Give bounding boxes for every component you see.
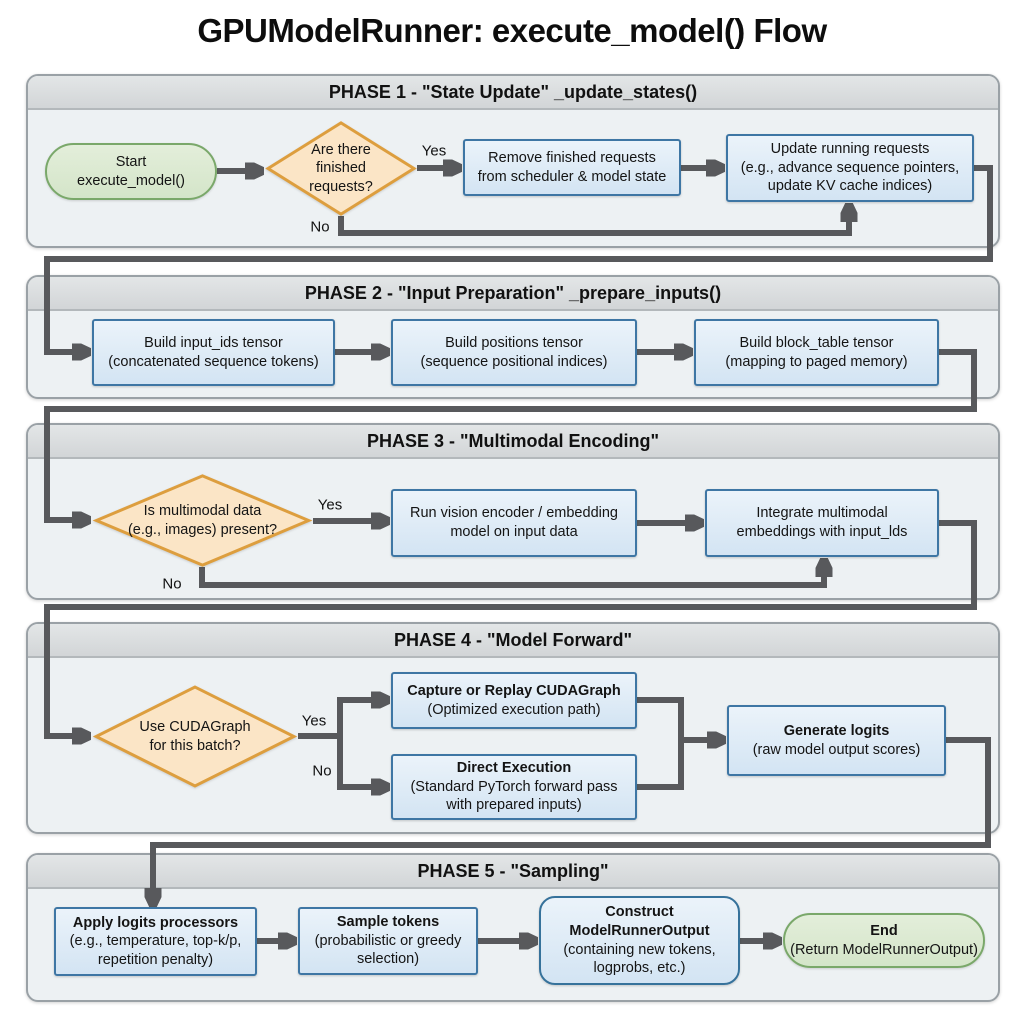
phase-5-header: PHASE 5 - "Sampling": [28, 855, 998, 889]
page-title: GPUModelRunner: execute_model() Flow: [197, 12, 827, 49]
multimodal-decision: Is multimodal data (e.g., images) presen…: [92, 474, 313, 567]
arrow-no-join-phase1: [338, 206, 849, 236]
node-title: Construct: [605, 904, 674, 921]
phase-2-header: PHASE 2 - "Input Preparation" _prepare_i…: [28, 277, 998, 311]
decision-text: Use CUDAGraph for this batch?: [139, 718, 250, 755]
node-line: update KV cache indices): [767, 178, 933, 195]
end-node: End (Return ModelRunnerOutput): [783, 913, 985, 968]
build-block-table-box: Build block_table tensor (mapping to pag…: [694, 319, 939, 386]
node-line: (concatenated sequence tokens): [108, 353, 319, 370]
phase-4-header: PHASE 4 - "Model Forward": [28, 624, 998, 658]
generate-logits-box: Generate logits (raw model output scores…: [727, 705, 946, 776]
node-line: Run vision encoder / embedding: [410, 505, 618, 522]
wire-direct-converge: [637, 740, 684, 790]
arrow-phase1-to-phase2: [44, 165, 993, 352]
decision-text: Are there finished requests?: [309, 141, 373, 197]
node-title: ModelRunnerOutput: [569, 922, 710, 939]
sample-tokens-box: Sample tokens (probabilistic or greedy s…: [298, 907, 478, 975]
finished-requests-decision: Are there finished requests?: [265, 121, 417, 216]
direct-execution-box: Direct Execution (Standard PyTorch forwa…: [391, 754, 637, 820]
node-line: (Return ModelRunnerOutput): [790, 941, 978, 958]
integrate-multimodal-box: Integrate multimodal embeddings with inp…: [705, 489, 939, 557]
construct-model-runner-output-box: Construct ModelRunnerOutput (containing …: [539, 896, 740, 985]
arrow-capture-to-logits: [637, 697, 723, 740]
node-line: Remove finished requests: [488, 149, 656, 166]
edge-label-yes-phase1: Yes: [421, 142, 447, 160]
edge-label-yes-phase4: Yes: [301, 712, 327, 730]
arrow-no-to-direct: [337, 736, 387, 787]
edge-label-no-phase1: No: [310, 218, 330, 236]
node-line: Build block_table tensor: [739, 334, 894, 351]
node-line: for this batch?: [149, 737, 241, 754]
apply-logits-processors-box: Apply logits processors (e.g., temperatu…: [54, 907, 257, 976]
node-line: repetition penalty): [97, 951, 214, 968]
node-line: Integrate multimodal: [756, 505, 888, 522]
phase-3-header: PHASE 3 - "Multimodal Encoding": [28, 425, 998, 459]
arrow-phase3-to-phase4: [44, 520, 977, 736]
build-input-ids-box: Build input_ids tensor (concatenated seq…: [92, 319, 335, 386]
node-line: (containing new tokens,: [563, 941, 716, 958]
node-title: Generate logits: [783, 722, 890, 739]
arrow-phase2-to-phase3: [44, 349, 977, 520]
node-line: finished: [316, 160, 366, 177]
node-title: Apply logits processors: [72, 914, 239, 931]
diamond-shape-icon: [265, 121, 417, 216]
node-line: (mapping to paged memory): [725, 353, 908, 370]
node-line: with prepared inputs): [446, 797, 582, 814]
node-title: End: [870, 922, 898, 939]
node-title: Capture or Replay CUDAGraph: [407, 682, 621, 699]
node-line: model on input data: [450, 524, 578, 540]
build-positions-box: Build positions tensor (sequence positio…: [391, 319, 637, 386]
edge-label-no-phase3: No: [162, 575, 182, 593]
node-line: Start: [115, 153, 147, 170]
node-line: (e.g., images) present?: [127, 521, 278, 538]
capture-replay-cudagraph-box: Capture or Replay CUDAGraph (Optimized e…: [391, 672, 637, 729]
node-line: embeddings with input_lds: [736, 524, 908, 540]
node-line: Update running requests: [770, 141, 930, 158]
run-vision-encoder-box: Run vision encoder / embedding model on …: [391, 489, 637, 557]
node-line: Build input_ids tensor: [144, 334, 283, 351]
start-node: Start execute_model(): [45, 143, 217, 200]
node-line: (Optimized execution path): [427, 701, 601, 718]
node-title: Direct Execution: [456, 760, 572, 777]
node-line: Use CUDAGraph: [139, 718, 251, 735]
node-line: selection): [356, 951, 420, 968]
node-line: (e.g., temperature, top-k/p,: [69, 933, 242, 950]
cudagraph-decision: Use CUDAGraph for this batch?: [92, 685, 298, 788]
node-line: (Standard PyTorch forward pass: [410, 778, 618, 795]
node-line: Build positions tensor: [445, 334, 583, 351]
node-line: Is multimodal data: [143, 502, 262, 519]
node-line: (raw model output scores): [752, 741, 921, 758]
node-line: from scheduler & model state: [477, 168, 667, 185]
node-line: logprobs, etc.): [593, 960, 686, 977]
edge-label-yes-phase3: Yes: [317, 496, 343, 514]
arrow-no-join-phase3: [199, 561, 824, 588]
node-line: (probabilistic or greedy: [314, 932, 462, 949]
node-line: (e.g., advance sequence pointers,: [740, 159, 960, 176]
node-title: Sample tokens: [336, 914, 440, 931]
node-line: (sequence positional indices): [420, 353, 608, 370]
decision-text: Is multimodal data (e.g., images) presen…: [128, 502, 277, 539]
node-line: Are there: [311, 141, 371, 158]
edge-label-no-phase4: No: [312, 762, 332, 780]
arrow-yes-to-capture: [298, 700, 387, 739]
update-running-requests-box: Update running requests (e.g., advance s…: [726, 134, 974, 202]
phase-1-header: PHASE 1 - "State Update" _update_states(…: [28, 76, 998, 110]
node-line: requests?: [309, 178, 373, 195]
diamond-shape-icon: [92, 685, 298, 788]
node-line: execute_model(): [77, 172, 185, 189]
remove-finished-requests-box: Remove finished requests from scheduler …: [463, 139, 681, 196]
arrow-phase4-to-phase5: [153, 737, 991, 904]
diamond-shape-icon: [92, 474, 313, 567]
